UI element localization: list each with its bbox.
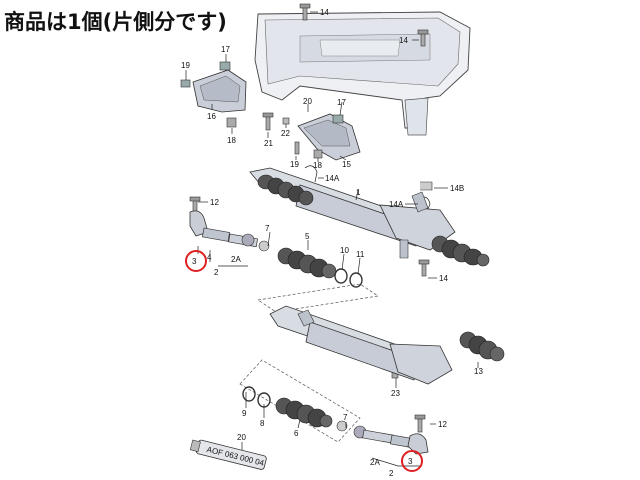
label-4: 4	[207, 253, 212, 262]
label-12: 12	[210, 198, 219, 207]
label-13: 13	[474, 367, 483, 376]
label-21: 21	[264, 139, 273, 148]
clamp-9	[242, 386, 256, 402]
label-7: 7	[343, 413, 348, 422]
boot-5	[277, 247, 337, 279]
label-17: 17	[337, 98, 346, 107]
label-10: 10	[340, 246, 349, 255]
highlight-circle-upper	[185, 250, 207, 272]
label-12: 12	[438, 420, 447, 429]
label-22: 22	[281, 129, 290, 138]
label-14a: 14A	[389, 200, 404, 209]
boot-upper-left	[257, 174, 314, 206]
leader-lines	[185, 11, 479, 467]
label-2: 2	[214, 268, 219, 277]
label-20: 20	[237, 433, 246, 442]
label-18: 18	[313, 161, 322, 170]
label-16: 16	[207, 112, 216, 121]
clamp-11	[349, 272, 363, 288]
boot-13	[459, 331, 505, 362]
label-14a: 14A	[325, 174, 340, 183]
bracket-16	[192, 69, 247, 113]
label-1: 1	[356, 188, 361, 197]
label-6: 6	[294, 429, 299, 438]
label-8: 8	[260, 419, 265, 428]
washer-7	[336, 420, 348, 432]
label-17: 17	[221, 45, 230, 54]
steering-rack-lower	[269, 305, 453, 385]
label-7: 7	[265, 224, 270, 233]
label-11: 11	[356, 250, 365, 259]
subframe	[254, 11, 471, 136]
steering-rack-upper	[249, 167, 490, 267]
label-2: 2	[389, 469, 394, 478]
label-14: 14	[320, 8, 329, 17]
boot-upper-right	[431, 235, 490, 267]
boot-6	[275, 397, 333, 428]
label-15: 15	[342, 160, 351, 169]
highlight-circle-lower	[401, 450, 423, 472]
label-19: 19	[290, 160, 299, 169]
tie-rod-lower	[353, 425, 429, 455]
grease-tube-20: AOF 063 000 04	[189, 439, 267, 470]
label-14: 14	[399, 36, 408, 45]
bracket-15	[297, 113, 361, 161]
label-3: 3	[192, 257, 197, 266]
label-14b: 14B	[450, 184, 464, 193]
label-2a: 2A	[231, 255, 241, 264]
tie-rod-upper	[189, 210, 270, 252]
label-20: 20	[303, 97, 312, 106]
part-labels: 14 14 17 19 16 18 17 20 21 22 19 18 15 1…	[181, 8, 483, 478]
label-9: 9	[242, 409, 247, 418]
label-19: 19	[181, 61, 190, 70]
page-headline: 商品は1個(片側分です)	[4, 10, 227, 34]
label-14: 14	[439, 274, 448, 283]
label-3: 3	[408, 457, 413, 466]
clamp-10	[334, 268, 348, 284]
label-23: 23	[391, 389, 400, 398]
label-2a: 2A	[370, 458, 380, 467]
label-5: 5	[305, 232, 310, 241]
label-18: 18	[227, 136, 236, 145]
